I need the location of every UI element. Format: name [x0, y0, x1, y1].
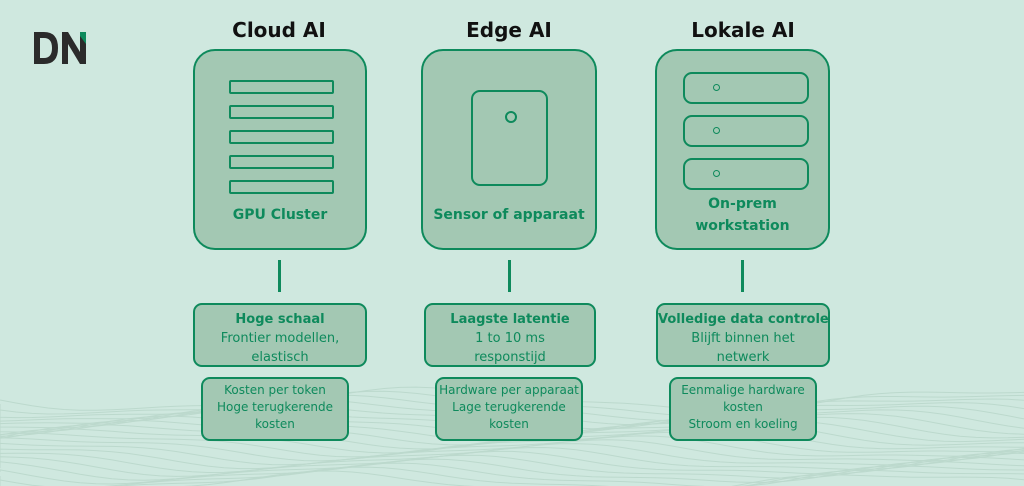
benefit-box: Volledige data controle Blijft binnen he… — [656, 303, 830, 367]
wave-line — [0, 462, 1024, 486]
benefit-title: Volledige data controle — [658, 312, 829, 327]
wave-line — [0, 439, 1024, 466]
column-title: Edge AI — [466, 18, 552, 42]
connector-line — [741, 260, 744, 292]
wave-line — [0, 431, 1024, 458]
gpu-cluster-card: GPU Cluster — [193, 49, 367, 250]
card-label: GPU Cluster — [232, 207, 328, 223]
workstation-card: On-prem workstation — [655, 49, 830, 250]
benefit-box: Laagste latentie 1 to 10 ms responstijd — [424, 303, 596, 367]
benefit-title: Hoge schaal — [235, 312, 325, 327]
wave-line — [0, 435, 1024, 462]
wave-line — [0, 466, 1024, 486]
wave-line — [0, 470, 1024, 486]
benefit-box: Hoge schaal Frontier modellen, elastisch — [193, 303, 367, 367]
sensor-device-icon — [471, 90, 548, 186]
card-label: Sensor of apparaat — [433, 207, 585, 223]
cost-box: Eenmalige hardware kosten Stroom en koel… — [669, 377, 817, 441]
benefit-title: Laagste latentie — [450, 312, 570, 327]
cost-box: Kosten per token Hoge terugkerende koste… — [201, 377, 349, 441]
card-label: On-prem workstation — [695, 196, 790, 234]
wave-line — [0, 419, 1024, 446]
wave-line — [0, 454, 1024, 481]
sensor-card: Sensor of apparaat — [421, 49, 597, 250]
cost-box: Hardware per apparaat Lage terugkerende … — [435, 377, 583, 441]
dn-logo — [34, 32, 86, 64]
connector-line — [508, 260, 511, 292]
connector-line — [278, 260, 281, 292]
column-title: Lokale AI — [691, 18, 795, 42]
column-title: Cloud AI — [232, 18, 326, 42]
